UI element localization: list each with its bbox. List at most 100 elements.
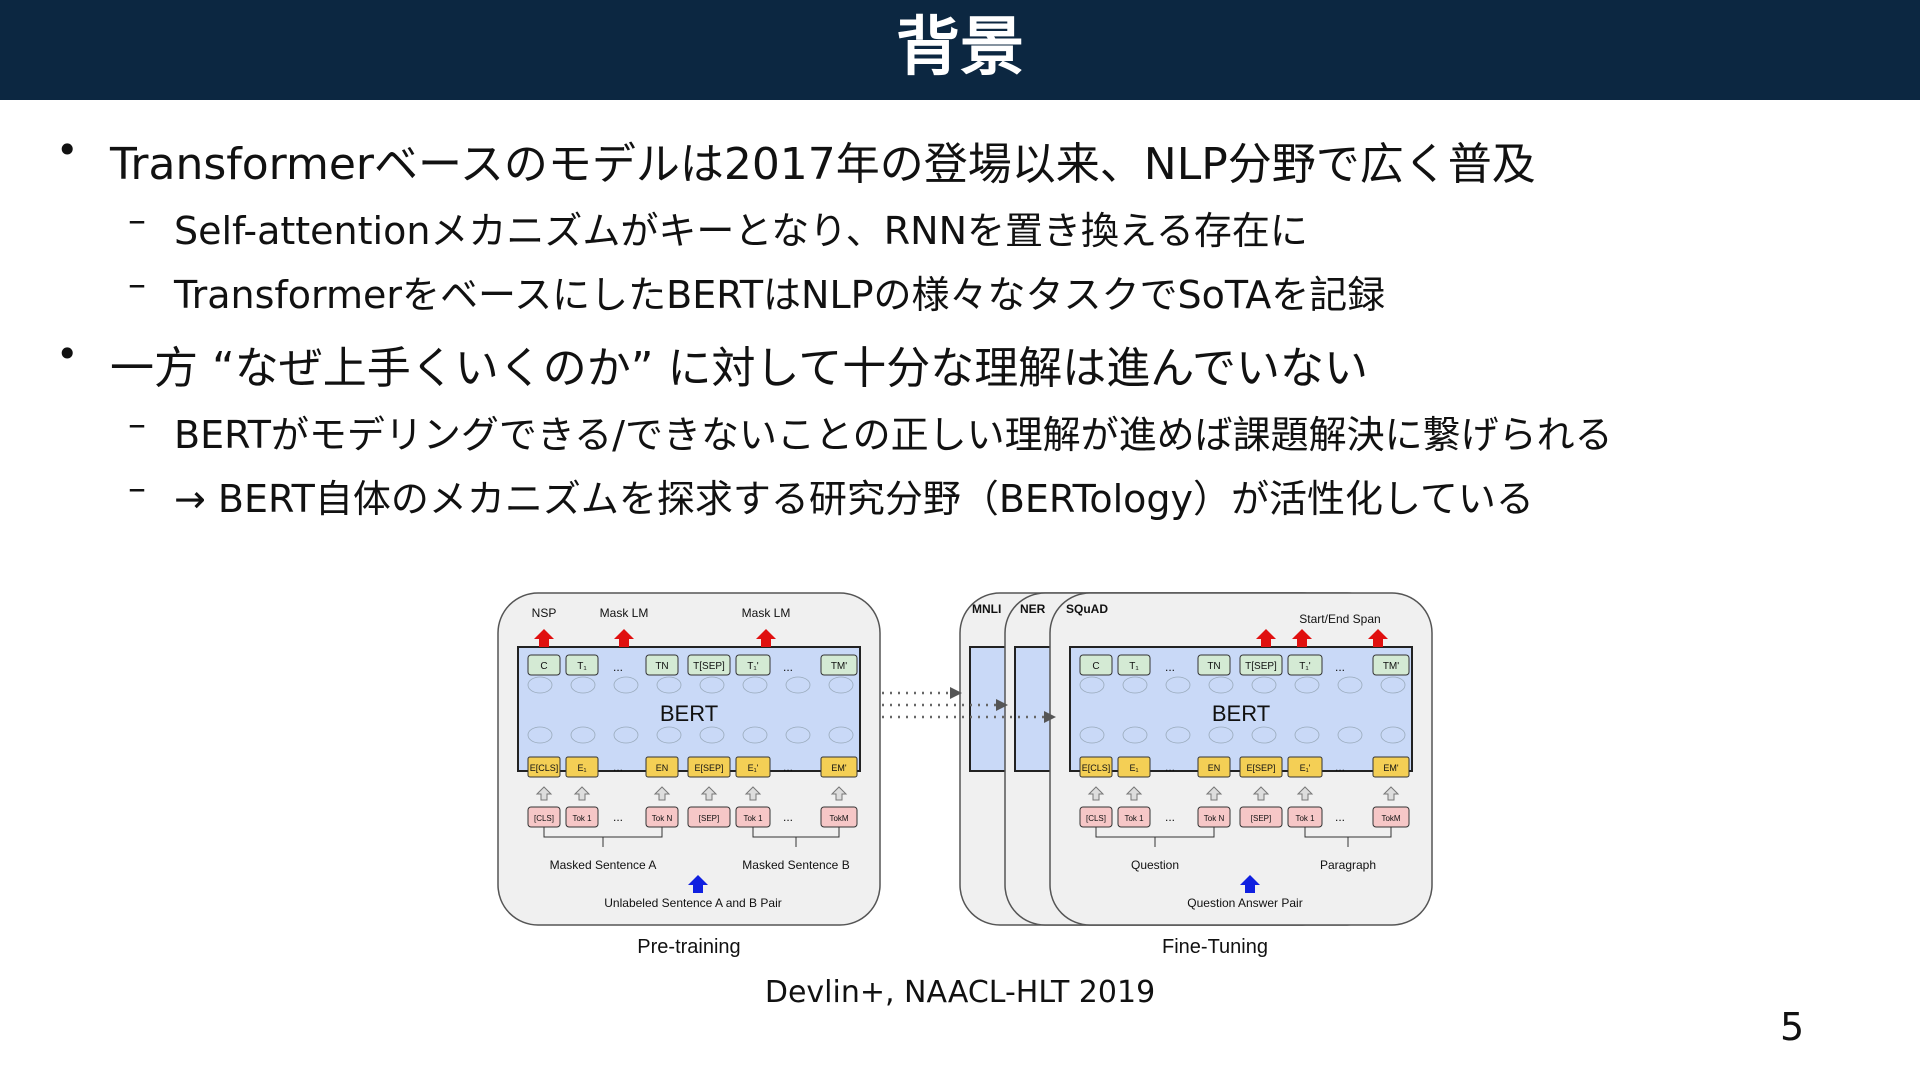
head-arrow bbox=[534, 629, 554, 647]
embedding-label: E[SEP] bbox=[1246, 763, 1275, 773]
segment-b-label: Paragraph bbox=[1320, 858, 1376, 872]
bullet-marker: • bbox=[56, 332, 79, 376]
head-label: Start/End Span bbox=[1299, 612, 1380, 626]
hidden-node bbox=[1122, 676, 1148, 694]
ellipsis: ... bbox=[1165, 810, 1175, 824]
bullet-text: 一方 “なぜ上手くいくのか” に対して十分な理解は進んでいない bbox=[110, 343, 1369, 394]
input-pair-arrow bbox=[688, 875, 708, 893]
embedding-token bbox=[735, 756, 771, 778]
input-arrow bbox=[700, 786, 718, 801]
embedding-label: EM' bbox=[831, 763, 847, 773]
bullet-text: Self-attentionメカニズムがキーとなり、RNNを置き換える存在に bbox=[174, 209, 1308, 253]
head-label: NSP bbox=[532, 606, 557, 620]
hidden-node bbox=[1294, 676, 1320, 694]
embedding-label: E₁' bbox=[1300, 763, 1311, 773]
output-label: T[SEP] bbox=[1245, 661, 1277, 672]
output-token bbox=[645, 654, 679, 676]
input-arrow bbox=[1087, 786, 1105, 801]
output-token bbox=[1117, 654, 1151, 676]
hidden-node bbox=[1208, 726, 1234, 744]
output-label: T₁ bbox=[577, 661, 587, 672]
hidden-node bbox=[785, 676, 811, 694]
hidden-node bbox=[699, 676, 725, 694]
task-label: MNLI bbox=[972, 602, 1001, 616]
bert-label: BERT bbox=[1212, 701, 1270, 726]
bullet-marker: – bbox=[128, 404, 146, 445]
ellipsis: ... bbox=[1165, 660, 1175, 674]
embedding-label: E₁ bbox=[577, 763, 586, 773]
input-arrow bbox=[535, 786, 553, 801]
input-pair-arrow bbox=[1240, 875, 1260, 893]
hidden-node bbox=[527, 726, 553, 744]
output-token bbox=[1197, 654, 1231, 676]
hidden-node bbox=[785, 726, 811, 744]
bullet-text: → BERT自体のメカニズムを探求する研究分野（BERTology）が活性化して… bbox=[174, 477, 1534, 521]
input-arrow bbox=[653, 786, 671, 801]
output-token bbox=[1287, 654, 1323, 676]
bullet-text: TransformerをベースにしたBERTはNLPの様々なタスクでSoTAを記… bbox=[174, 273, 1386, 317]
bert-label: BERT bbox=[660, 701, 718, 726]
output-label: TM' bbox=[831, 661, 847, 672]
output-token bbox=[1372, 654, 1410, 676]
embedding-token bbox=[1079, 756, 1113, 778]
bullet-marker: • bbox=[56, 128, 79, 172]
output-token bbox=[1239, 654, 1283, 676]
hidden-node bbox=[1208, 676, 1234, 694]
embedding-token bbox=[1239, 756, 1283, 778]
input-arrow bbox=[1296, 786, 1314, 801]
figure-citation: Devlin+, NAACL-HLT 2019 bbox=[764, 975, 1156, 1010]
embedding-token bbox=[1117, 756, 1151, 778]
output-token bbox=[527, 654, 561, 676]
output-label: TN bbox=[1207, 661, 1220, 672]
page-number: 5 bbox=[1780, 1005, 1805, 1049]
hidden-node bbox=[613, 676, 639, 694]
transfer-arrowhead bbox=[996, 699, 1008, 711]
segment-a-label: Question bbox=[1131, 858, 1179, 872]
output-label: C bbox=[540, 661, 547, 672]
embedding-token bbox=[1372, 756, 1410, 778]
head-arrow bbox=[1292, 629, 1312, 647]
bullet-marker: – bbox=[128, 200, 146, 241]
hidden-node bbox=[570, 676, 596, 694]
segment-a-label: Masked Sentence A bbox=[550, 858, 657, 872]
embedding-token bbox=[1287, 756, 1323, 778]
embedding-label: E[CLS] bbox=[1082, 763, 1111, 773]
token-label: TokM bbox=[829, 814, 848, 823]
input-token bbox=[687, 806, 731, 828]
input-arrow bbox=[573, 786, 591, 801]
hidden-node bbox=[828, 726, 854, 744]
hidden-node bbox=[527, 676, 553, 694]
head-label: Mask LM bbox=[742, 606, 791, 620]
hidden-node bbox=[1165, 676, 1191, 694]
head-arrow bbox=[614, 629, 634, 647]
bert-diagram: BERT C T₁... TN T[SEP] T₁'... TM' E[CLS] E₁... EN… bbox=[497, 592, 1433, 958]
output-token bbox=[687, 654, 731, 676]
token-label: TokM bbox=[1381, 814, 1400, 823]
ellipsis: ... bbox=[1335, 660, 1345, 674]
token-label: [SEP] bbox=[699, 814, 719, 823]
hidden-node bbox=[1251, 726, 1277, 744]
embedding-label: E[CLS] bbox=[530, 763, 559, 773]
output-label: T₁' bbox=[1299, 661, 1310, 672]
bullet-marker: – bbox=[128, 468, 146, 509]
embedding-label: E₁' bbox=[748, 763, 759, 773]
ellipsis: ... bbox=[613, 810, 623, 824]
segment-b-label: Masked Sentence B bbox=[742, 858, 849, 872]
embedding-token bbox=[527, 756, 561, 778]
output-token bbox=[735, 654, 771, 676]
embedding-label: EM' bbox=[1383, 763, 1399, 773]
token-label: Tok 1 bbox=[1295, 814, 1315, 823]
hidden-node bbox=[828, 676, 854, 694]
ellipsis: ... bbox=[613, 760, 623, 774]
hidden-node bbox=[1079, 726, 1105, 744]
hidden-node bbox=[1337, 726, 1363, 744]
ellipsis: ... bbox=[1335, 810, 1345, 824]
embedding-token bbox=[565, 756, 599, 778]
output-label: T₁ bbox=[1129, 661, 1139, 672]
hidden-node bbox=[1122, 726, 1148, 744]
input-arrow bbox=[1125, 786, 1143, 801]
hidden-node bbox=[1165, 726, 1191, 744]
embedding-label: EN bbox=[1208, 763, 1221, 773]
